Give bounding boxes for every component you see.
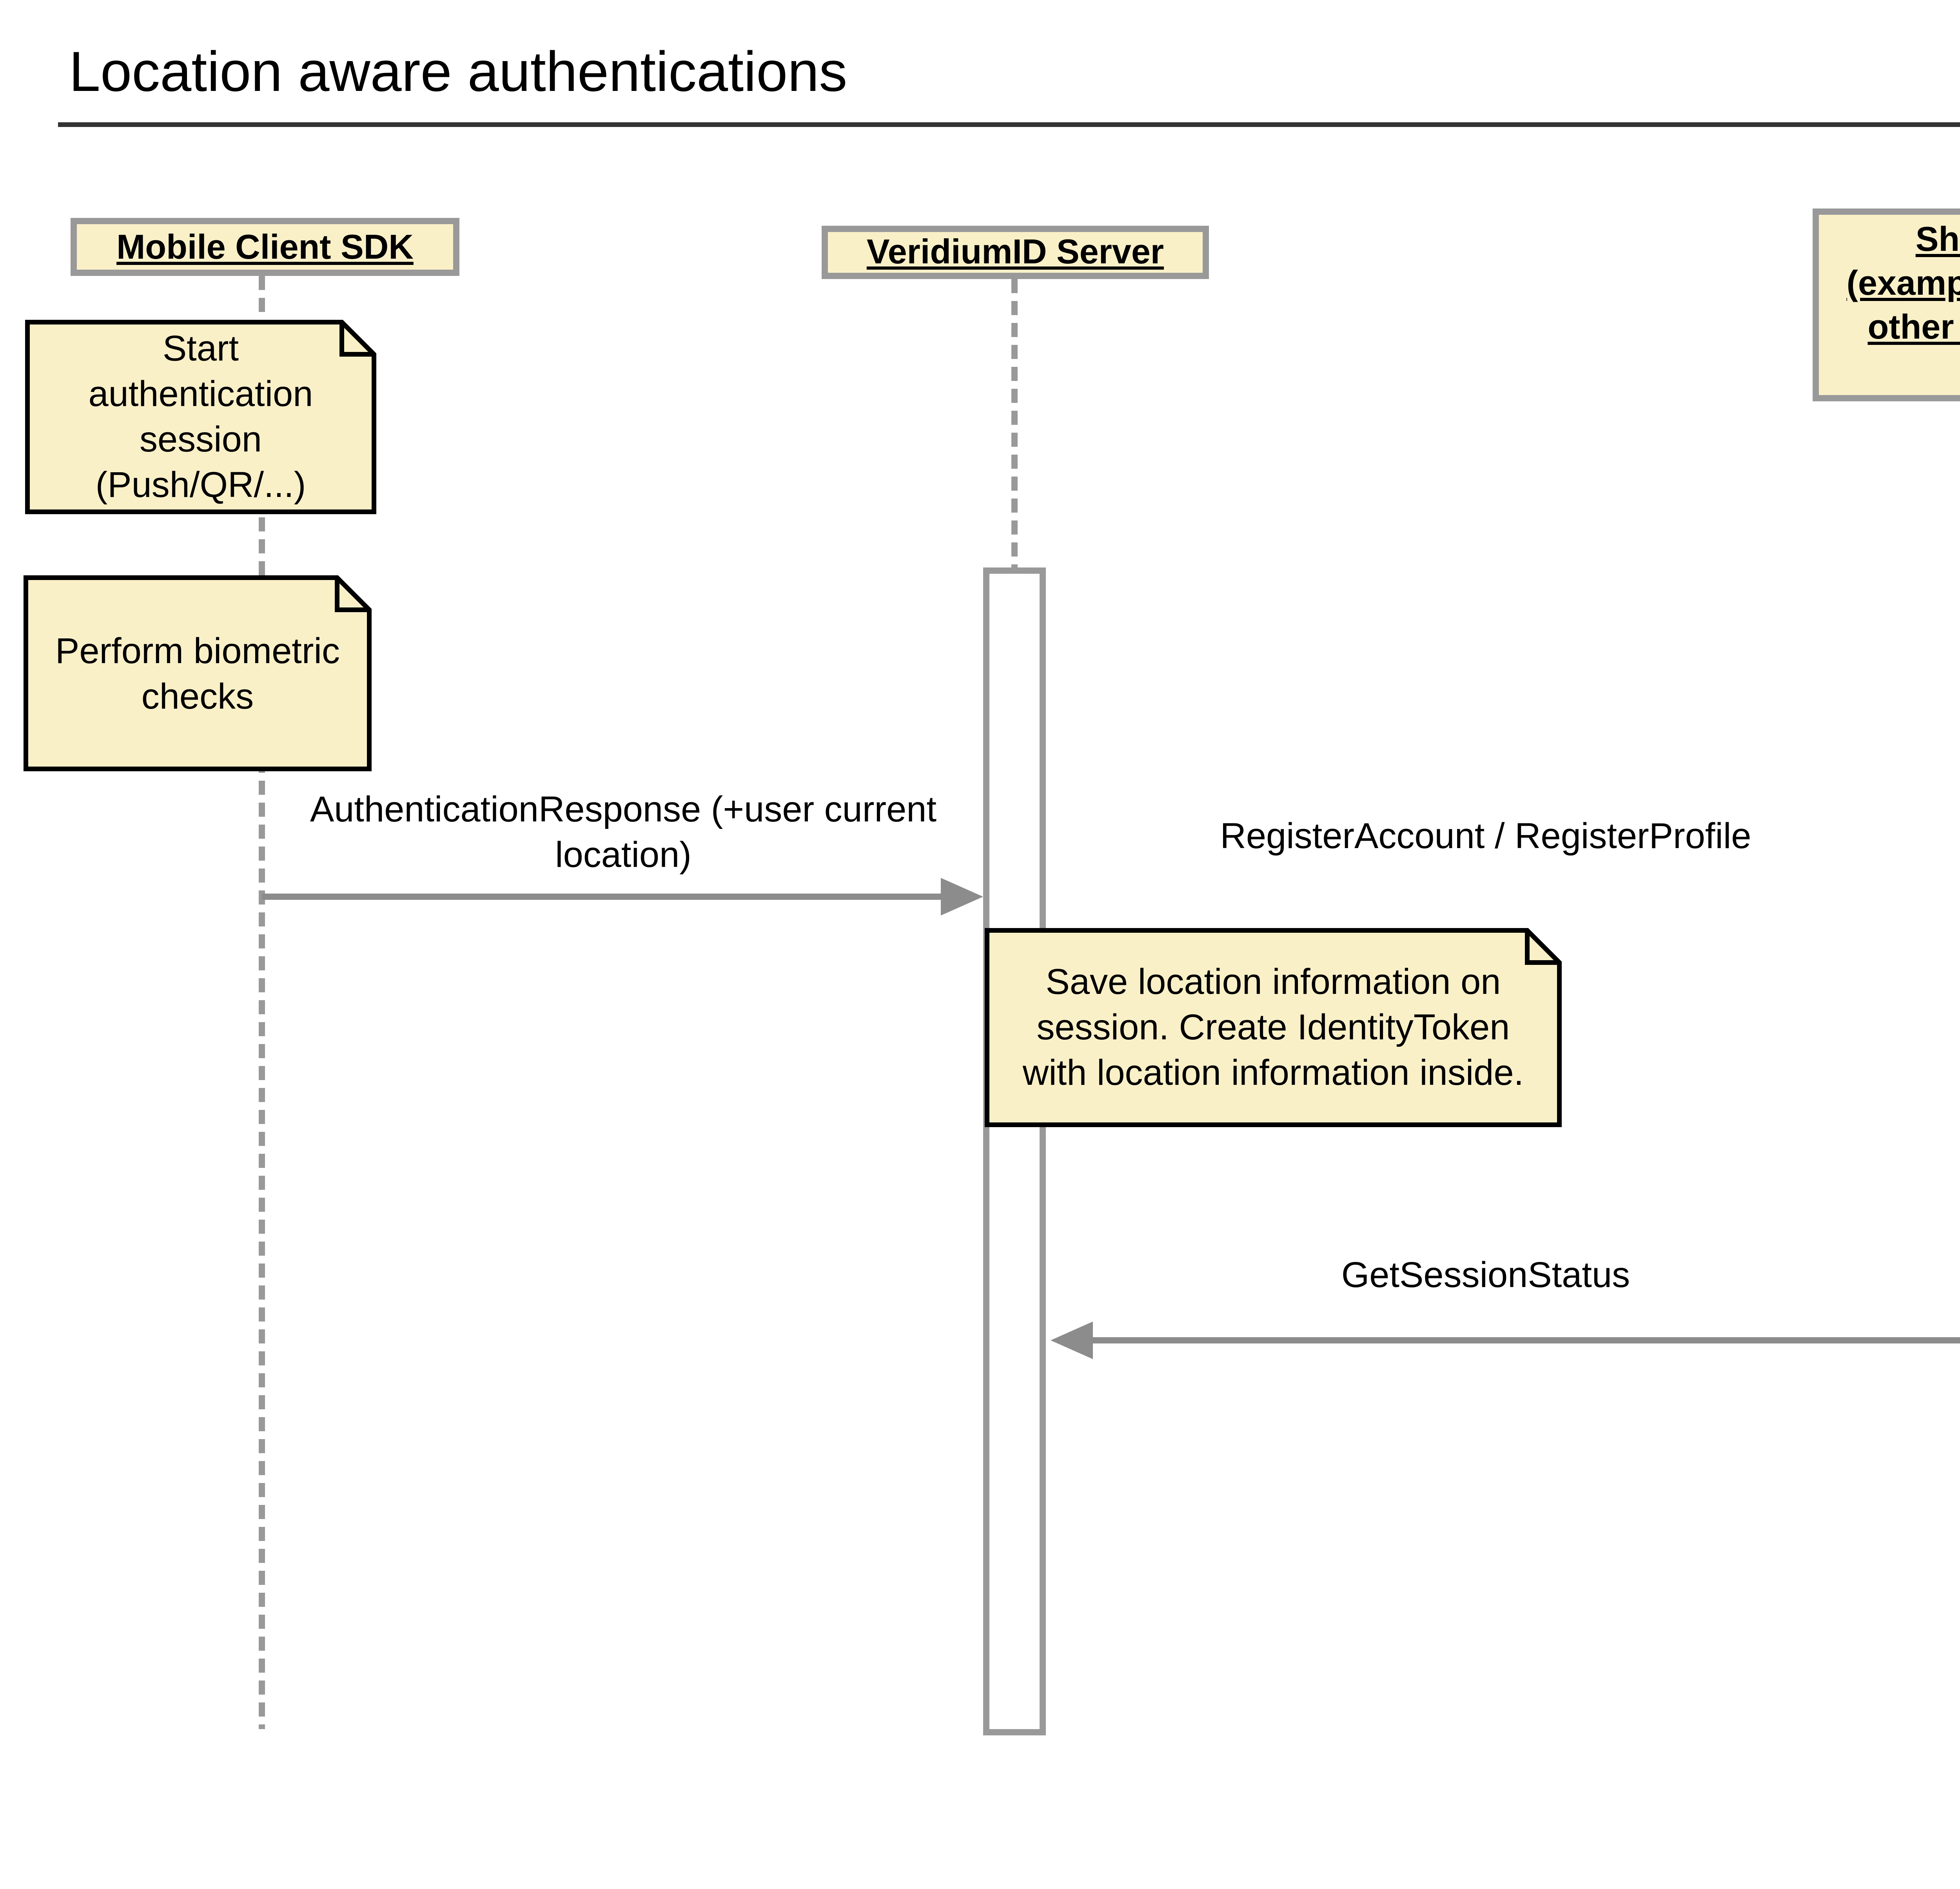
activation-bar-veridiumid-server <box>983 567 1046 1735</box>
note-shape-icon <box>985 928 1562 1127</box>
page-title: Location aware authentications <box>69 39 848 103</box>
message-label-get-session-status: GetSessionStatus <box>1341 1254 1630 1295</box>
actor-box-mobile-client-sdk: Mobile Client SDK <box>71 218 459 276</box>
arrow-get-session-status-line <box>1093 1337 1960 1343</box>
arrowhead-left-icon <box>1051 1322 1093 1359</box>
actor-label: VeridiumID Server <box>866 232 1164 271</box>
arrowhead-right-icon <box>941 878 983 915</box>
message-label-register: RegisterAccount / RegisterProfile <box>1220 815 1751 856</box>
lifeline-veridiumid-server <box>1011 279 1018 567</box>
note-text: Start authentication session (Push/QR/..… <box>88 328 313 505</box>
note-text: Perform biometric checks <box>55 629 340 716</box>
actor-label: Mobile Client SDK <box>116 227 414 266</box>
note-shape-icon <box>25 320 376 514</box>
arrow-auth-response-line <box>262 894 941 900</box>
note-text: Save location information on session. Cr… <box>1022 961 1524 1093</box>
title-divider <box>58 122 1960 127</box>
actor-box-shibboleth: Shibboleth (example. Could be other inte… <box>1813 208 1960 401</box>
message-label-auth-response: AuthenticationResponse (+user current lo… <box>310 789 937 875</box>
actor-box-veridiumid-server: VeridiumID Server <box>822 226 1209 279</box>
note-perform-biometric-checks: Perform biometric checks <box>24 575 372 771</box>
actor-label: Shibboleth (example. Could be other inte… <box>1846 219 1960 346</box>
note-save-location-information: Save location information on session. Cr… <box>985 928 1562 1127</box>
note-start-authentication-session: Start authentication session (Push/QR/..… <box>25 320 376 514</box>
note-shape-icon <box>24 575 372 771</box>
